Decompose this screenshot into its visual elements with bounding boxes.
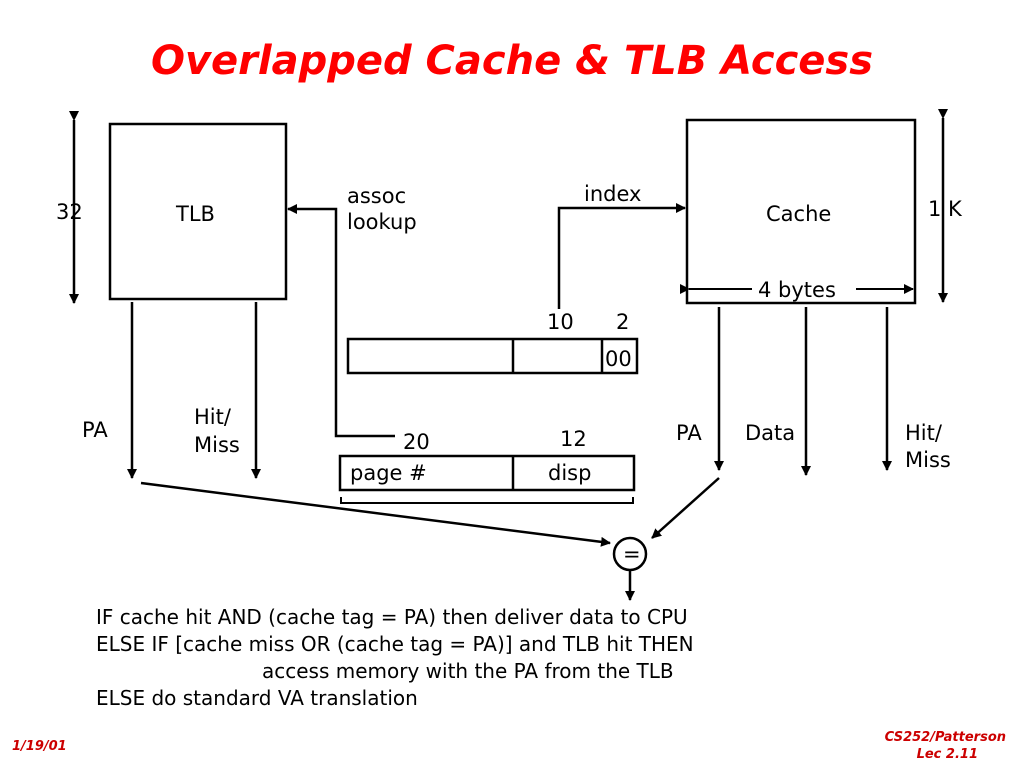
assoc-lookup-arrow	[287, 204, 395, 438]
cache-size-label: 1 K	[928, 197, 963, 221]
rule-line-4: ELSE do standard VA translation	[96, 686, 418, 710]
slide-title: Overlapped Cache & TLB Access	[150, 38, 874, 84]
page-bits-label: 20	[403, 430, 430, 454]
cache-hit-label: Hit/	[905, 421, 943, 445]
tlb-label: TLB	[175, 202, 215, 226]
footer-course: CS252/Patterson	[884, 730, 1006, 745]
disp-bits-label: 12	[560, 427, 587, 451]
index-register	[346, 337, 639, 375]
cache-pa-label: PA	[676, 421, 702, 445]
cache-miss-label: Miss	[905, 448, 951, 472]
address-bracket	[340, 497, 634, 504]
tlb-to-compare-arrow	[140, 481, 611, 547]
tlb-miss-label: Miss	[194, 433, 240, 457]
address-register	[338, 454, 636, 492]
offset-value: 00	[605, 347, 632, 371]
lookup-label: lookup	[347, 210, 417, 234]
disp-label: disp	[548, 461, 591, 485]
index-arrow	[557, 203, 686, 309]
index-label: index	[584, 182, 641, 206]
footer-lecture: Lec 2.11	[916, 747, 978, 762]
tlb-box	[108, 122, 288, 301]
cache-label: Cache	[766, 202, 831, 226]
rule-line-3: access memory with the PA from the TLB	[262, 659, 674, 683]
comparator	[612, 536, 648, 572]
comparator-symbol: =	[623, 542, 641, 566]
cache-box	[685, 118, 917, 305]
cache-to-compare-arrow	[651, 477, 720, 539]
cache-data-label: Data	[745, 421, 795, 445]
page-label: page #	[350, 461, 427, 485]
rule-line-1: IF cache hit AND (cache tag = PA) then d…	[96, 605, 688, 629]
rule-line-2: ELSE IF [cache miss OR (cache tag = PA)]…	[96, 632, 694, 656]
offset-bits-label: 2	[616, 310, 629, 334]
tlb-hit-label: Hit/	[194, 405, 232, 429]
footer-date: 1/19/01	[12, 739, 67, 754]
cache-width-label: 4 bytes	[758, 278, 836, 302]
index-bits-label: 10	[547, 310, 574, 334]
assoc-label: assoc	[347, 184, 406, 208]
tlb-pa-label: PA	[82, 418, 108, 442]
tlb-size-label: 32	[56, 200, 83, 224]
